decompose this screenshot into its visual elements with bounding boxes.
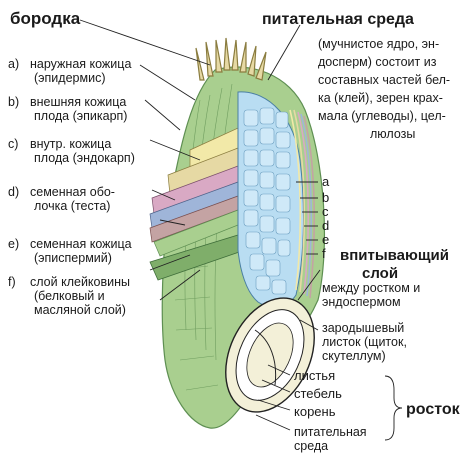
sprout-stem: стебель bbox=[294, 386, 342, 401]
layer-a-letter: a) bbox=[8, 57, 19, 71]
layer-e-letter: e) bbox=[8, 237, 19, 251]
endosperm-desc-line-1: (мучнистое ядро, эн- bbox=[318, 37, 439, 51]
endosperm-desc-line-3: составных частей бел- bbox=[318, 73, 450, 87]
absorbing-desc-line-2: эндоспермом bbox=[322, 295, 401, 309]
layer-b-line-1: внешняя кожица bbox=[30, 95, 126, 109]
layer-d-line-2: лочка (теста) bbox=[34, 199, 110, 213]
label-beard: бородка bbox=[10, 9, 81, 28]
label-endosperm-title: питательная среда bbox=[262, 11, 414, 28]
absorbing-title-line-2: слой bbox=[362, 265, 398, 282]
layer-e-line-2: (эписпермий) bbox=[34, 251, 112, 265]
endosperm-desc-line-6: люлозы bbox=[370, 127, 415, 141]
layer-a-line-1: наружная кожица bbox=[30, 57, 131, 71]
right-layer-d: d bbox=[322, 218, 329, 233]
layer-b-letter: b) bbox=[8, 95, 19, 109]
layer-a-line-2: (эпидермис) bbox=[34, 71, 105, 85]
scutellum-line-2: листок (щиток, bbox=[322, 335, 407, 349]
sprout-root: корень bbox=[294, 404, 336, 419]
endosperm-desc-line-2: досперм) состоит из bbox=[318, 55, 437, 69]
sprout-leaves: листья bbox=[294, 368, 335, 383]
layer-f-letter: f) bbox=[8, 275, 16, 289]
layer-c-line-2: плода (эндокарп) bbox=[34, 151, 135, 165]
absorbing-desc-line-1: между ростком и bbox=[322, 281, 420, 295]
layer-e-line-1: семенная кожица bbox=[30, 237, 132, 251]
right-layer-c: c bbox=[322, 204, 329, 219]
layer-b-line-2: плода (эпикарп) bbox=[34, 109, 127, 123]
nutrient-line-1: питательная bbox=[294, 425, 367, 439]
layer-f-line-3: масляной слой) bbox=[34, 303, 126, 317]
layer-d-letter: d) bbox=[8, 185, 19, 199]
layer-f-line-1: слой клейковины bbox=[30, 275, 130, 289]
scutellum-line-1: зародышевый bbox=[322, 321, 404, 335]
scutellum-line-3: скутеллум) bbox=[322, 349, 386, 363]
endosperm-desc-line-5: мала (углеводы), цел- bbox=[318, 109, 446, 123]
layer-c-letter: c) bbox=[8, 137, 18, 151]
layer-d-line-1: семенная обо- bbox=[30, 185, 115, 199]
absorbing-title-line-1: впитывающий bbox=[340, 247, 449, 264]
endosperm-desc-line-4: ка (клей), зерен крах- bbox=[318, 91, 443, 105]
nutrient-line-2: среда bbox=[294, 439, 328, 453]
right-layer-a: a bbox=[322, 174, 330, 189]
right-layer-b: b bbox=[322, 190, 329, 205]
layer-c-line-1: внутр. кожица bbox=[30, 137, 111, 151]
right-layer-f: f bbox=[322, 246, 326, 261]
layer-f-line-2: (белковый и bbox=[34, 289, 105, 303]
right-layer-e: e bbox=[322, 232, 329, 247]
label-sprout: росток bbox=[406, 401, 461, 418]
